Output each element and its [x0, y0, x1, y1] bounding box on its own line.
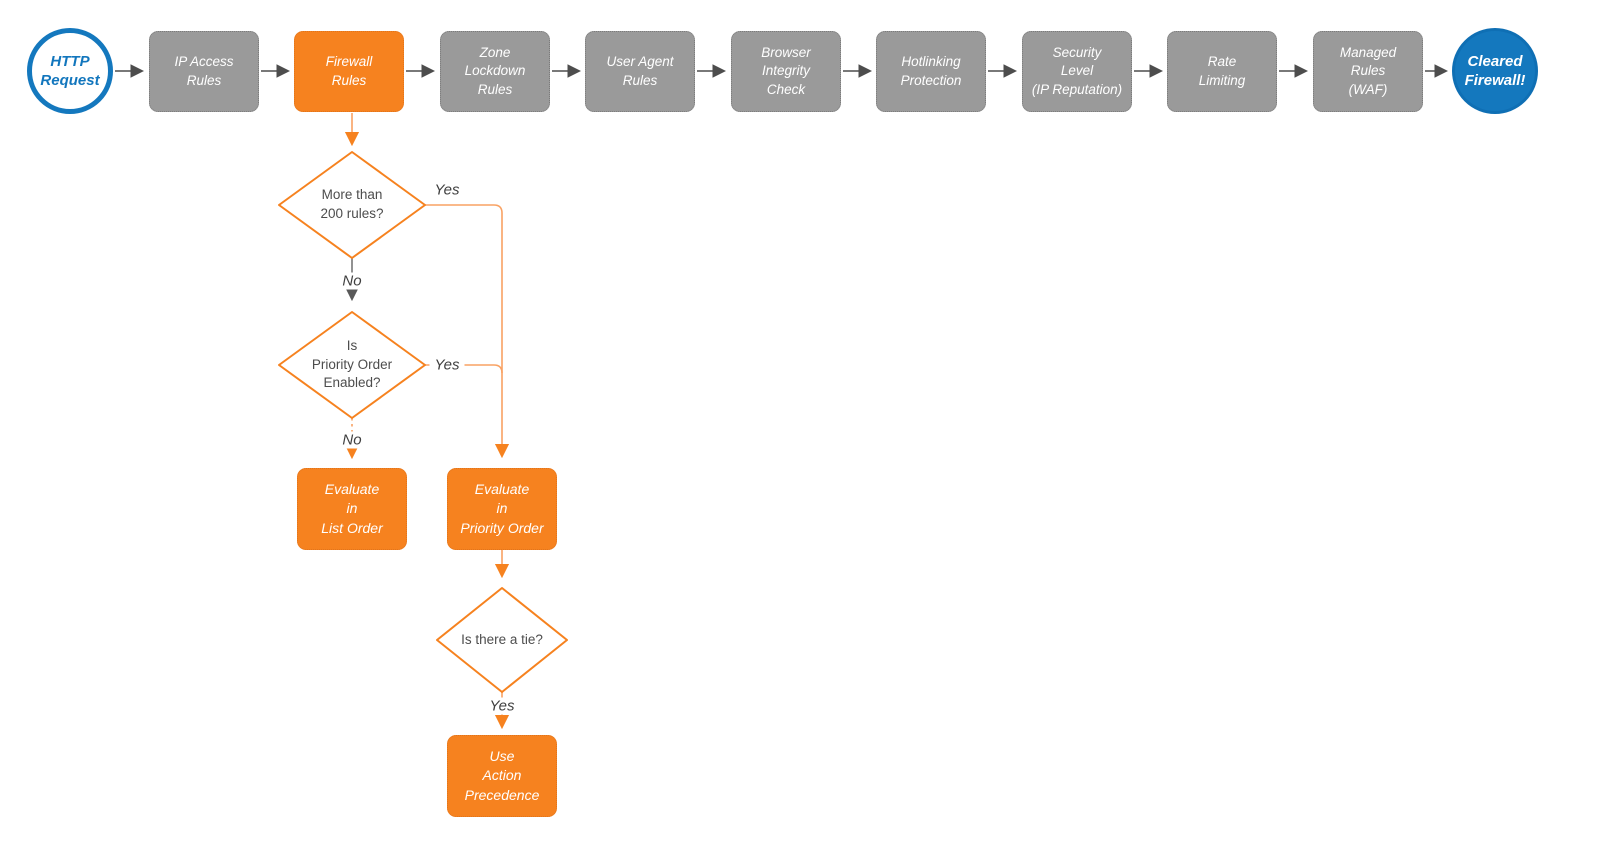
end-node-label: Cleared Firewall! [1464, 52, 1526, 90]
edge-label-yes-rules-count: Yes [434, 181, 460, 199]
decision-rules-count-shape [278, 151, 426, 259]
start-node-http-request: HTTP Request [27, 28, 113, 114]
edge-label-yes-priority-enabled: Yes [429, 356, 465, 374]
edge-label-no-priority-enabled: No [337, 431, 367, 449]
decision-tie-shape [436, 587, 568, 693]
stage-browser-integrity-check: Browser Integrity Check [731, 31, 841, 112]
edge-label-yes-tie: Yes [484, 697, 520, 715]
action-use-action-precedence: Use Action Precedence [447, 735, 557, 817]
decision-priority-enabled-shape [278, 311, 426, 419]
decision-priority-enabled-question: Is Priority Order Enabled? [311, 337, 393, 391]
stage-label: Hotlinking Protection [900, 54, 962, 88]
stage-label: Security Level (IP Reputation) [1031, 45, 1123, 97]
action-evaluate-in-list-order: Evaluate in List Order [297, 468, 407, 550]
stage-ip-access-rules: IP Access Rules [149, 31, 259, 112]
stage-firewall-rules: Firewall Rules [294, 31, 404, 112]
decision-rules-count-question: More than 200 rules? [320, 187, 384, 221]
stage-label: IP Access Rules [174, 54, 234, 88]
stage-label: Managed Rules (WAF) [1339, 45, 1397, 97]
stage-label: Browser Integrity Check [761, 45, 811, 97]
stage-hotlinking-protection: Hotlinking Protection [876, 31, 986, 112]
stage-user-agent-rules: User Agent Rules [585, 31, 695, 112]
stage-rate-limiting: Rate Limiting [1167, 31, 1277, 112]
action-label: Evaluate in Priority Order [460, 480, 544, 536]
stage-security-level-ip-reputation: Security Level (IP Reputation) [1022, 31, 1132, 112]
action-label: Use Action Precedence [464, 747, 540, 803]
decision-tie-question: Is there a tie? [461, 631, 543, 647]
stage-zone-lockdown-rules: Zone Lockdown Rules [440, 31, 550, 112]
edge-label-no-rules-count: No [337, 272, 367, 290]
end-node-cleared-firewall: Cleared Firewall! [1452, 28, 1538, 114]
stage-label: User Agent Rules [606, 54, 674, 88]
stage-label: Firewall Rules [325, 54, 373, 88]
start-node-label: HTTP Request [40, 52, 100, 90]
action-evaluate-in-priority-order: Evaluate in Priority Order [447, 468, 557, 550]
stage-label: Zone Lockdown Rules [464, 45, 526, 97]
action-label: Evaluate in List Order [321, 480, 383, 536]
stage-label: Rate Limiting [1198, 54, 1246, 88]
stage-managed-rules-waf: Managed Rules (WAF) [1313, 31, 1423, 112]
